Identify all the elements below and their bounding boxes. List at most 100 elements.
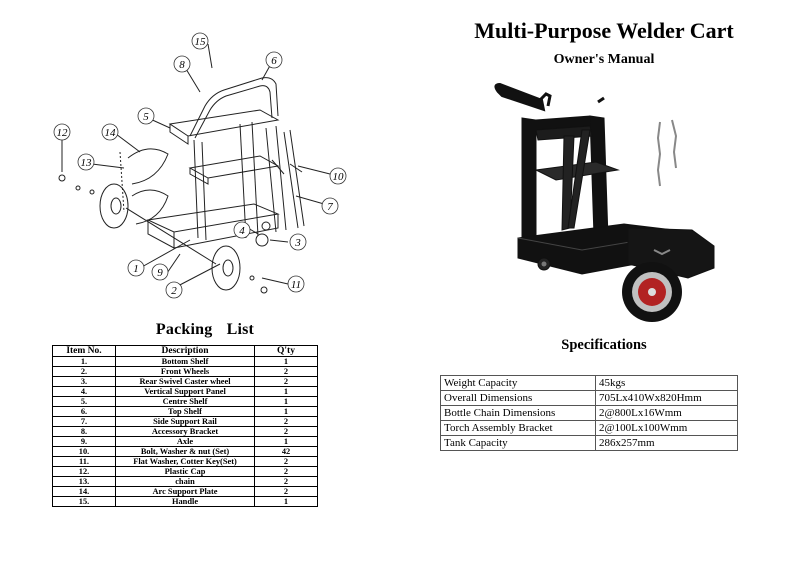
callout-3: 3 xyxy=(294,237,301,249)
item-qty: 1 xyxy=(254,356,318,367)
callout-5: 5 xyxy=(143,111,149,123)
callout-7: 7 xyxy=(327,201,333,213)
callout-4: 4 xyxy=(239,225,245,237)
item-qty: 2 xyxy=(254,376,318,387)
item-qty: 2 xyxy=(254,456,318,467)
item-description: Accessory Bracket xyxy=(115,426,255,437)
item-description: Vertical Support Panel xyxy=(115,386,255,397)
item-qty: 2 xyxy=(254,476,318,487)
spec-label: Weight Capacity xyxy=(440,375,596,391)
item-no: 7. xyxy=(52,416,116,427)
item-qty: 2 xyxy=(254,486,318,497)
spec-value: 2@100Lx100Wmm xyxy=(595,420,738,436)
item-qty: 1 xyxy=(254,496,318,507)
item-no: 12. xyxy=(52,466,116,477)
item-qty: 1 xyxy=(254,436,318,447)
item-no: 11. xyxy=(52,456,116,467)
spec-value: 45kgs xyxy=(595,375,738,391)
specifications-heading: Specifications xyxy=(561,337,647,353)
welder-cart-photo xyxy=(494,82,715,322)
item-no: 3. xyxy=(52,376,116,387)
item-qty: 2 xyxy=(254,366,318,377)
item-no: 8. xyxy=(52,426,116,437)
item-description: Centre Shelf xyxy=(115,396,255,407)
item-no: 9. xyxy=(52,436,116,447)
callout-15: 15 xyxy=(195,36,207,48)
table-header-row: Item No. Description Q'ty xyxy=(52,345,318,357)
spec-value: 286x257mm xyxy=(595,435,738,451)
callout-1: 1 xyxy=(133,263,139,275)
callout-11: 11 xyxy=(291,279,301,291)
item-no: 13. xyxy=(52,476,116,487)
callout-10: 10 xyxy=(333,171,345,183)
item-no: 15. xyxy=(52,496,116,507)
spec-label: Overall Dimensions xyxy=(440,390,596,406)
item-no: 10. xyxy=(52,446,116,457)
item-qty: 2 xyxy=(254,426,318,437)
callout-13: 13 xyxy=(81,157,93,169)
spec-value: 705Lx410Wx820Hmm xyxy=(595,390,738,406)
callout-6: 6 xyxy=(271,55,277,67)
spec-label: Torch Assembly Bracket xyxy=(440,420,596,436)
page-title: Multi-Purpose Welder Cart xyxy=(474,18,734,43)
item-description: Handle xyxy=(115,496,255,507)
item-no: 14. xyxy=(52,486,116,497)
callout-14: 14 xyxy=(105,127,117,139)
page-subtitle: Owner's Manual xyxy=(553,52,655,67)
item-qty: 2 xyxy=(254,466,318,477)
item-description: Axle xyxy=(115,436,255,447)
item-description: chain xyxy=(115,476,255,487)
item-description: Bolt, Washer & nut (Set) xyxy=(115,446,255,457)
item-description: Arc Support Plate xyxy=(115,486,255,497)
item-description: Plastic Cap xyxy=(115,466,255,477)
item-qty: 2 xyxy=(254,416,318,427)
item-description: Side Support Rail xyxy=(115,416,255,427)
column-header-qty: Q'ty xyxy=(254,345,318,357)
column-header-item-no: Item No. xyxy=(52,345,116,357)
item-qty: 1 xyxy=(254,386,318,397)
packing-list-heading: Packing List xyxy=(155,321,255,338)
item-no: 5. xyxy=(52,396,116,407)
callout-2: 2 xyxy=(171,285,177,297)
item-no: 2. xyxy=(52,366,116,377)
item-description: Flat Washer, Cotter Key(Set) xyxy=(115,456,255,467)
spec-label: Tank Capacity xyxy=(440,435,596,451)
item-description: Front Wheels xyxy=(115,366,255,377)
callout-8: 8 xyxy=(179,59,185,71)
callout-9: 9 xyxy=(157,267,163,279)
exploded-parts-diagram: 15 8 6 5 14 13 12 10 7 3 4 1 9 2 11 xyxy=(53,32,347,299)
item-description: Bottom Shelf xyxy=(115,356,255,367)
table-row: 11.Flat Washer, Cotter Key(Set)2 xyxy=(52,456,318,467)
table-row: 10.Bolt, Washer & nut (Set)42 xyxy=(52,446,318,457)
spec-value: 2@800Lx16Wmm xyxy=(595,405,738,421)
packing-list-table: Item No. Description Q'ty 1.Bottom Shelf… xyxy=(52,345,318,507)
item-no: 4. xyxy=(52,386,116,397)
spec-label: Bottle Chain Dimensions xyxy=(440,405,596,421)
item-qty: 1 xyxy=(254,396,318,407)
callout-12: 12 xyxy=(57,127,69,139)
column-header-description: Description xyxy=(115,345,255,357)
item-description: Top Shelf xyxy=(115,406,255,417)
item-qty: 42 xyxy=(254,446,318,457)
item-description: Rear Swivel Caster wheel xyxy=(115,376,255,387)
item-qty: 1 xyxy=(254,406,318,417)
item-no: 6. xyxy=(52,406,116,417)
